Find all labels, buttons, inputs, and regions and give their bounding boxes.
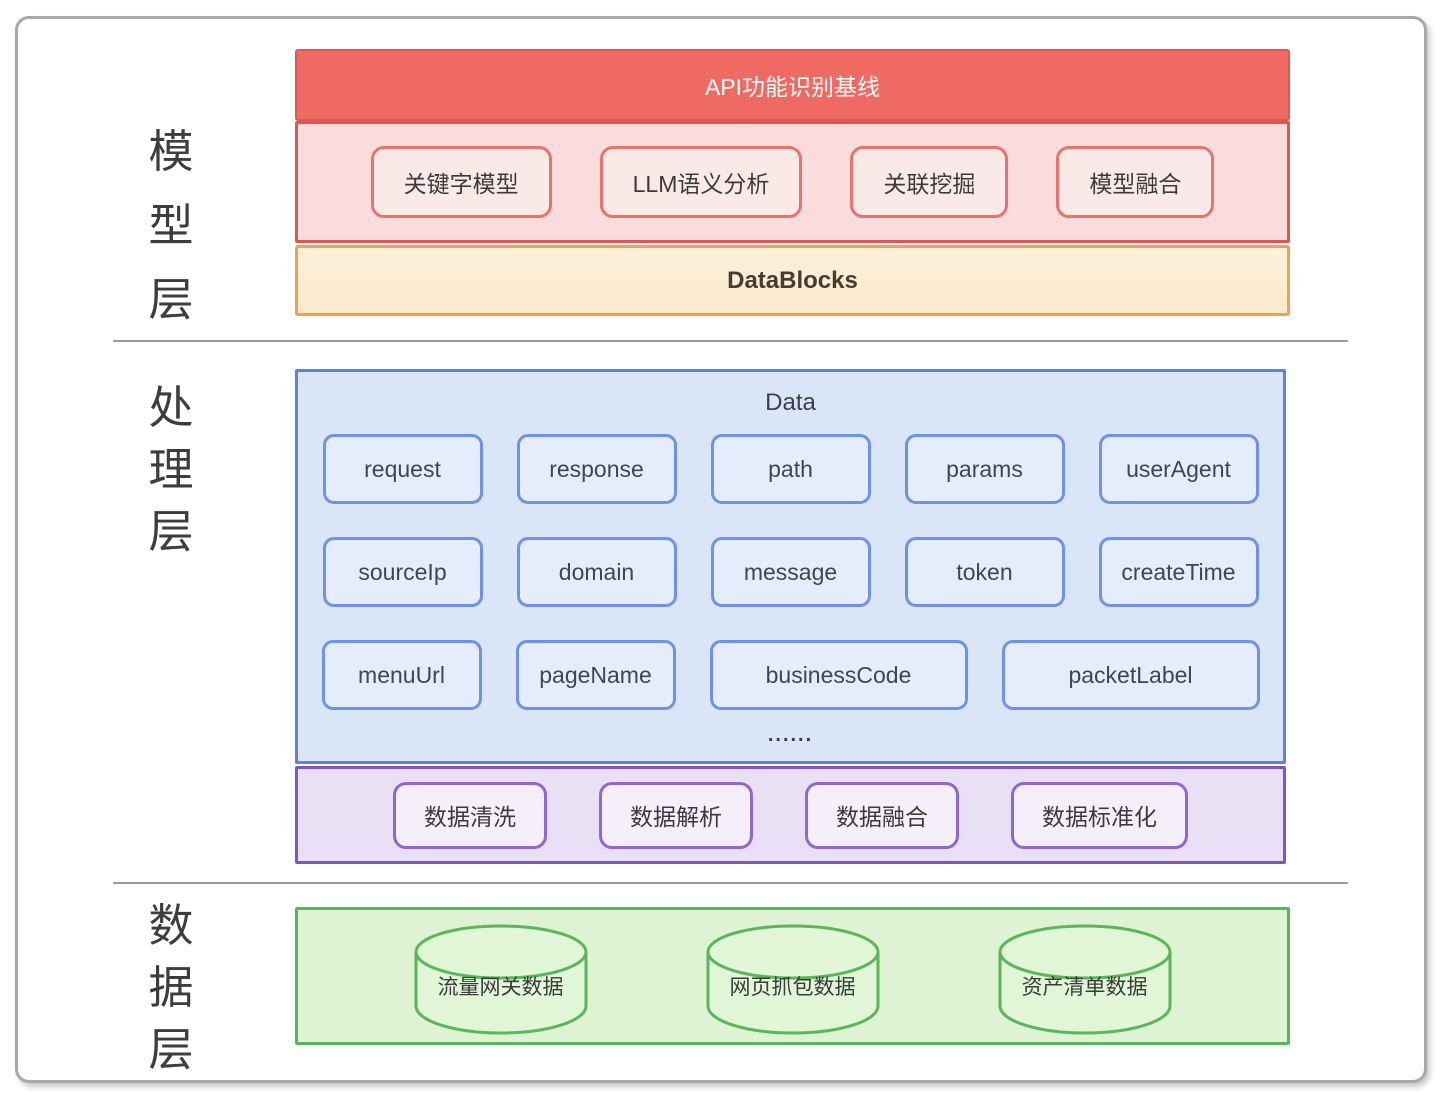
datablocks-bar: DataBlocks [295, 245, 1290, 316]
processing-layer-label-char: 处 [148, 382, 194, 433]
field-box-menuurl: menuUrl [321, 640, 482, 710]
model-layer-label-char: 模 [148, 126, 194, 177]
data-layer-label-char: 层 [148, 1024, 194, 1075]
cylinder-label: 流量网关数据 [437, 976, 564, 999]
field-box-domain: domain [516, 537, 677, 607]
field-label: sourceIp [358, 558, 447, 585]
data-layer-label-char: 数 [148, 900, 194, 951]
field-box-packetlabel: packetLabel [1001, 640, 1260, 710]
field-label: menuUrl [358, 661, 445, 688]
data-layer-label: 数 据 层 [121, 895, 221, 1081]
field-box-useragent: userAgent [1098, 434, 1259, 504]
database-cylinder-icon [706, 924, 879, 1035]
model-pill-label: 关联挖掘 [883, 171, 976, 197]
step-pill-cleaning: 数据清洗 [393, 781, 547, 849]
field-label: path [768, 455, 813, 482]
field-box-createtime: createTime [1098, 537, 1259, 607]
model-layer-label-char: 型 [148, 200, 194, 251]
processing-layer-label-char: 理 [148, 444, 194, 495]
data-container-title: Data [765, 389, 816, 416]
diagram-card: 模 型 层 API功能识别基线 关键字模型 LLM语义分析 关联挖掘 模型融合 … [15, 16, 1427, 1083]
step-pill-standardization: 数据标准化 [1011, 781, 1188, 849]
api-baseline-header-text: API功能识别基线 [704, 74, 881, 100]
model-pill-keyword: 关键字模型 [370, 146, 552, 218]
database-cylinder-icon [414, 924, 587, 1035]
field-label: pageName [539, 661, 652, 688]
processing-layer-label-char: 层 [148, 506, 194, 557]
model-layer-label: 模 型 层 [121, 115, 221, 337]
data-container: Data request response path params userAg… [295, 369, 1286, 764]
field-label: request [364, 455, 441, 482]
field-box-pagename: pageName [515, 640, 676, 710]
processing-layer-label: 处 理 层 [121, 377, 221, 563]
data-sources-container: 流量网关数据 网页抓包数据 资产清单数据 [295, 907, 1290, 1045]
field-label: token [956, 558, 1013, 585]
model-layer-label-char: 层 [148, 274, 194, 325]
model-pill-label: LLM语义分析 [632, 171, 770, 197]
database-cylinder-webcapture: 网页抓包数据 [703, 922, 883, 1036]
field-label: userAgent [1126, 455, 1231, 482]
api-baseline-header: API功能识别基线 [295, 49, 1290, 121]
field-label: packetLabel [1068, 661, 1193, 688]
step-pill-label: 数据解析 [630, 804, 722, 830]
cylinder-label: 资产清单数据 [1021, 976, 1148, 999]
model-pill-label: 模型融合 [1089, 171, 1182, 197]
section-divider [113, 882, 1348, 884]
field-box-response: response [516, 434, 677, 504]
model-pill-mining: 关联挖掘 [850, 146, 1009, 218]
model-container: 关键字模型 LLM语义分析 关联挖掘 模型融合 [295, 121, 1290, 243]
step-pill-fusion: 数据融合 [805, 781, 959, 849]
database-cylinder-assets: 资产清单数据 [995, 922, 1175, 1036]
datablocks-label: DataBlocks [727, 266, 858, 294]
field-label: createTime [1121, 558, 1236, 585]
cylinder-label: 网页抓包数据 [729, 976, 856, 999]
field-box-token: token [904, 537, 1065, 607]
model-pill-label: 关键字模型 [403, 171, 519, 197]
model-pill-llm: LLM语义分析 [599, 146, 803, 218]
step-pill-label: 数据标准化 [1042, 804, 1157, 830]
database-cylinder-gateway: 流量网关数据 [411, 922, 591, 1036]
field-box-businesscode: businessCode [709, 640, 968, 710]
field-label: businessCode [765, 661, 912, 688]
processing-steps-band: 数据清洗 数据解析 数据融合 数据标准化 [295, 766, 1286, 864]
data-layer-label-char: 据 [148, 962, 194, 1013]
database-cylinder-icon [998, 924, 1171, 1035]
field-row-1: request response path params userAgent [298, 434, 1283, 504]
field-label: response [549, 455, 644, 482]
model-pill-fusion: 模型融合 [1056, 146, 1215, 218]
more-fields-ellipsis: ...... [767, 724, 814, 746]
step-pill-label: 数据融合 [836, 804, 928, 830]
step-pill-label: 数据清洗 [424, 804, 516, 830]
field-box-path: path [710, 434, 871, 504]
field-row-2: sourceIp domain message token createTime [298, 537, 1283, 607]
field-label: domain [558, 558, 635, 585]
field-label: params [946, 455, 1023, 482]
field-row-3: menuUrl pageName businessCode packetLabe… [298, 640, 1283, 710]
field-box-sourceip: sourceIp [322, 537, 483, 607]
field-box-params: params [904, 434, 1065, 504]
field-label: message [743, 558, 838, 585]
section-divider [113, 340, 1348, 342]
field-box-message: message [710, 537, 871, 607]
step-pill-parsing: 数据解析 [599, 781, 753, 849]
field-box-request: request [322, 434, 483, 504]
